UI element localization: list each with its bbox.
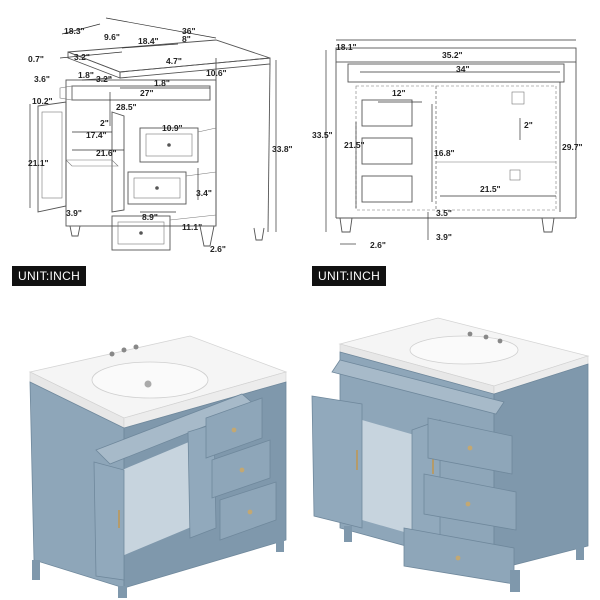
- dim-34: 34": [456, 64, 470, 74]
- dim-21-1: 21.1": [28, 158, 49, 168]
- left-vanity-line-drawing: [29, 17, 277, 251]
- left-dimension-labels: 36" 18.3" 0.7" 9.6" 18.4" 8" 3.2" 4.7" 1…: [28, 26, 293, 254]
- dim-18-4: 18.4": [138, 36, 159, 46]
- dim-21-6: 21.6": [96, 148, 117, 158]
- dim-10-6: 10.6": [206, 68, 227, 78]
- dim-2-6-right: 2.6": [370, 240, 386, 250]
- left-vanity-render: [28, 335, 288, 598]
- dim-16-8: 16.8": [434, 148, 455, 158]
- dim-3-5: 3.5": [436, 208, 452, 218]
- right-vanity-line-drawing: [325, 39, 577, 245]
- dim-28-5: 28.5": [116, 102, 137, 112]
- dim-11-1: 11.1": [182, 222, 202, 232]
- dim-3-2a: 3.2": [74, 52, 90, 62]
- dim-21-5a: 21.5": [344, 140, 365, 150]
- dim-1-8b: 1.8": [154, 78, 170, 88]
- dim-3-9-right: 3.9": [436, 232, 452, 242]
- dim-12: 12": [392, 88, 406, 98]
- dim-29-7: 29.7": [562, 142, 583, 152]
- dim-8-9: 8.9": [142, 212, 158, 222]
- dim-3-6: 3.6": [34, 74, 50, 84]
- dim-33-8: 33.8": [272, 144, 293, 154]
- dim-17-4: 17.4": [86, 130, 107, 140]
- dim-21-5b: 21.5": [480, 184, 501, 194]
- dim-9-6: 9.6": [104, 32, 120, 42]
- dim-8: 8": [182, 34, 191, 44]
- dim-0-7: 0.7": [28, 54, 44, 64]
- dim-18-1: 18.1": [336, 42, 357, 52]
- unit-label-left: UNIT:INCH: [12, 266, 87, 286]
- dim-width-36: 36": [182, 26, 196, 36]
- dim-3-9: 3.9": [66, 208, 82, 218]
- dim-35-2: 35.2": [442, 50, 463, 60]
- dim-10-9: 10.9": [162, 123, 183, 133]
- dim-2-right: 2": [524, 120, 533, 130]
- dim-10-2: 10.2": [32, 96, 53, 106]
- dim-2-6: 2.6": [210, 244, 226, 254]
- dim-2: 2": [100, 118, 109, 128]
- dim-4-7: 4.7": [166, 56, 182, 66]
- unit-label-right: UNIT:INCH: [312, 266, 387, 286]
- right-vanity-render: [311, 317, 590, 592]
- dim-33-5: 33.5": [312, 130, 333, 140]
- dim-depth-18-3: 18.3": [64, 26, 85, 36]
- right-dimension-labels: 18.1" 35.2" 34" 12" 2" 33.5" 21.5" 16.8"…: [312, 42, 583, 250]
- dim-27: 27": [140, 88, 154, 98]
- dim-1-8a: 1.8": [78, 70, 94, 80]
- left-drawers: [111, 127, 217, 251]
- dim-3-4: 3.4": [196, 188, 212, 198]
- dim-3-2b: 3.2": [96, 74, 112, 84]
